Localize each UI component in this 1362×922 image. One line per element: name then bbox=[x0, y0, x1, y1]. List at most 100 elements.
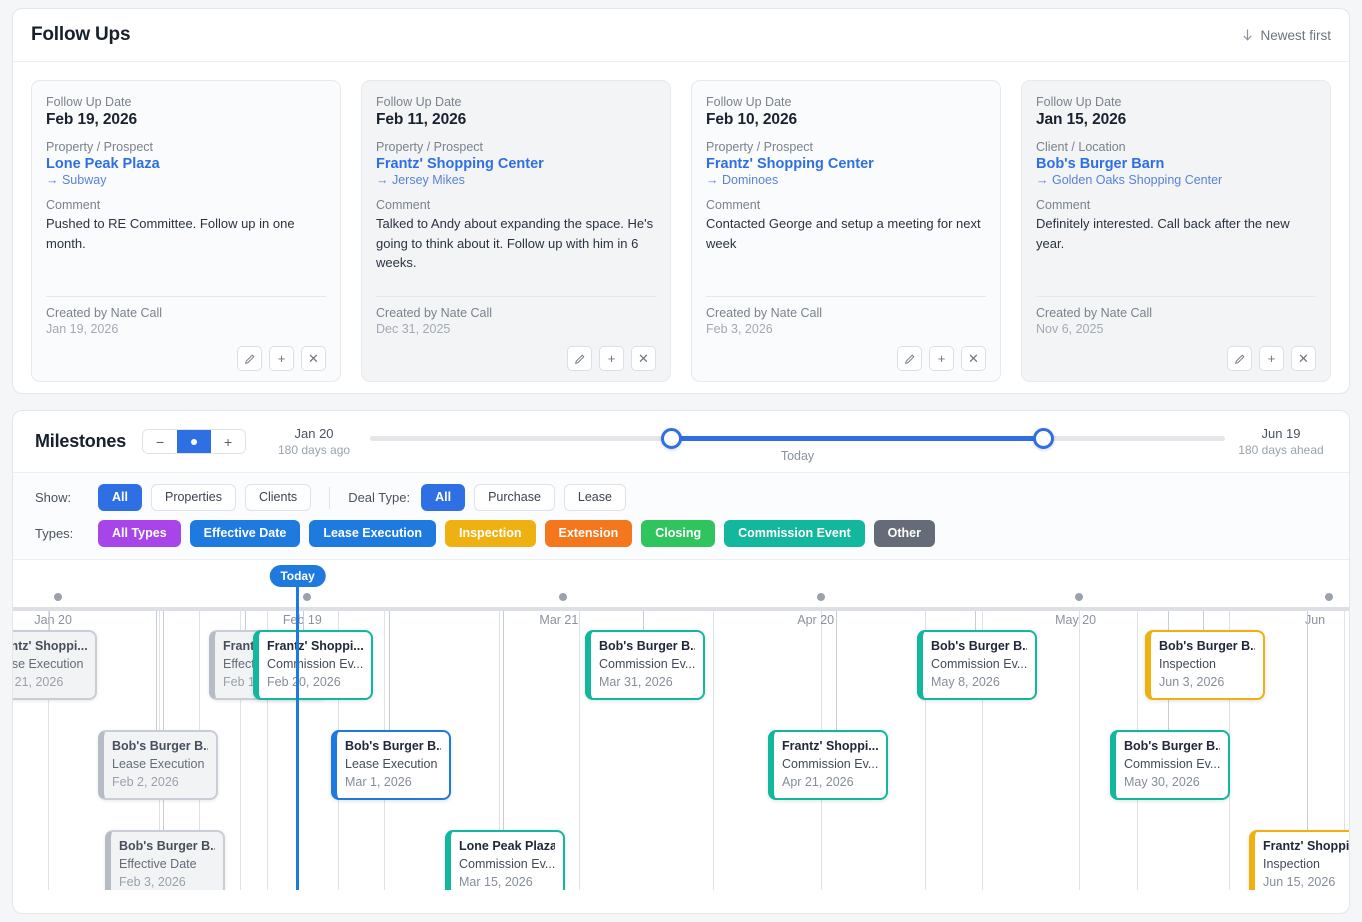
close-button[interactable]: ✕ bbox=[301, 346, 326, 371]
follow-up-date-value: Feb 10, 2026 bbox=[706, 111, 797, 128]
entity-link[interactable]: Lone Peak Plaza bbox=[46, 156, 160, 172]
close-button[interactable]: ✕ bbox=[1291, 346, 1316, 371]
milestone-card[interactable]: Frantz' Shoppi...Lease ExecutionJan 21, … bbox=[13, 630, 97, 700]
milestone-card[interactable]: Bob's Burger B...Commission Ev...May 8, … bbox=[917, 630, 1037, 700]
timeline-gridline bbox=[1079, 611, 1081, 890]
edit-button[interactable] bbox=[1227, 346, 1252, 371]
milestone-entity: Bob's Burger B... bbox=[345, 739, 441, 753]
milestone-card[interactable]: Frantz' Shoppi...Commission Ev...Feb 20,… bbox=[253, 630, 373, 700]
type-chip-all-types[interactable]: All Types bbox=[98, 520, 181, 547]
created-by: Created by Nate Call bbox=[706, 306, 823, 320]
follow-up-date-value: Feb 11, 2026 bbox=[376, 111, 467, 128]
milestone-card[interactable]: Bob's Burger B...Commission Ev...Mar 31,… bbox=[585, 630, 705, 700]
created-on: Nov 6, 2025 bbox=[1036, 322, 1104, 336]
range-today-label: Today bbox=[780, 448, 815, 463]
range-end-sub: 180 days ahead bbox=[1238, 442, 1324, 457]
type-chip-commission-event[interactable]: Commission Event bbox=[724, 520, 865, 547]
milestone-type: Commission Ev... bbox=[1124, 757, 1220, 771]
type-chip-inspection[interactable]: Inspection bbox=[445, 520, 536, 547]
follow-up-date-label: Follow Up Date bbox=[46, 95, 132, 109]
card-actions: +✕ bbox=[376, 346, 656, 371]
follow-ups-header: Follow Ups arrow-down-icon Newest first bbox=[13, 9, 1349, 62]
entity-link[interactable]: Frantz' Shopping Center bbox=[706, 156, 874, 172]
deal-chip-lease[interactable]: Lease bbox=[563, 484, 626, 511]
follow-ups-panel: Follow Ups arrow-down-icon Newest first … bbox=[12, 8, 1350, 394]
zoom-out-button[interactable]: − bbox=[143, 430, 178, 453]
deal-chip-purchase[interactable]: Purchase bbox=[474, 484, 555, 511]
sub-entity-link[interactable]: → Dominoes bbox=[706, 173, 779, 187]
add-button[interactable]: + bbox=[929, 346, 954, 371]
milestone-entity: Bob's Burger B... bbox=[599, 639, 695, 653]
close-button[interactable]: ✕ bbox=[631, 346, 656, 371]
sub-entity-link[interactable]: → Subway bbox=[46, 173, 107, 187]
comment-label: Comment bbox=[376, 198, 431, 212]
range-end: Jun 19 180 days ahead bbox=[1235, 425, 1327, 459]
follow-up-date-label: Follow Up Date bbox=[1036, 95, 1122, 109]
timeline-gridline bbox=[266, 611, 268, 890]
timeline-tick-dot bbox=[1324, 593, 1333, 601]
range-handle-end[interactable] bbox=[1032, 427, 1054, 449]
range-start-sub: 180 days ago bbox=[278, 442, 351, 457]
type-chip-lease-execution[interactable]: Lease Execution bbox=[309, 520, 436, 547]
show-chip-all[interactable]: All bbox=[98, 484, 142, 511]
milestone-type: Commission Ev... bbox=[459, 857, 555, 871]
add-button[interactable]: + bbox=[269, 346, 294, 371]
entity-label: Property / Prospect bbox=[376, 140, 483, 154]
edit-button[interactable] bbox=[237, 346, 262, 371]
milestone-date: Jun 15, 2026 bbox=[1263, 875, 1336, 889]
add-button[interactable]: + bbox=[599, 346, 624, 371]
zoom-in-button[interactable]: + bbox=[211, 430, 246, 453]
show-chip-clients[interactable]: Clients bbox=[244, 484, 312, 511]
timeline-tick-label: Apr 20 bbox=[797, 613, 835, 627]
milestone-type: Commission Ev... bbox=[267, 657, 363, 671]
sub-entity-link[interactable]: → Jersey Mikes bbox=[376, 173, 465, 187]
edit-button[interactable] bbox=[897, 346, 922, 371]
type-chip-effective-date[interactable]: Effective Date bbox=[189, 520, 301, 547]
milestone-type: Lease Execution bbox=[13, 657, 84, 671]
milestone-card[interactable]: Frantz' Shoppi...Commission Ev...Apr 21,… bbox=[768, 730, 888, 800]
milestone-date: Feb 2, 2026 bbox=[112, 775, 179, 789]
range-handle-start[interactable] bbox=[660, 427, 682, 449]
milestone-entity: Bob's Burger B... bbox=[1124, 739, 1220, 753]
range-track-fill bbox=[665, 435, 1042, 441]
comment-label: Comment bbox=[706, 198, 761, 212]
card-actions: +✕ bbox=[46, 346, 326, 371]
entity-link[interactable]: Frantz' Shopping Center bbox=[376, 156, 544, 172]
type-chip-closing[interactable]: Closing bbox=[641, 520, 716, 547]
show-chip-properties[interactable]: Properties bbox=[150, 484, 236, 511]
close-button[interactable]: ✕ bbox=[961, 346, 986, 371]
type-chip-other[interactable]: Other bbox=[873, 520, 935, 547]
milestone-entity: Bob's Burger B... bbox=[112, 739, 208, 753]
milestone-type: Commission Ev... bbox=[782, 757, 878, 771]
zoom-reset-button[interactable] bbox=[177, 430, 212, 453]
deal-chip-all[interactable]: All bbox=[421, 484, 466, 511]
timeline-tick-dot bbox=[817, 593, 826, 601]
show-filter-label: Show: bbox=[35, 490, 72, 505]
sort-order-button[interactable]: arrow-down-icon Newest first bbox=[1235, 28, 1331, 43]
milestone-card[interactable]: Bob's Burger B...Commission Ev...May 30,… bbox=[1110, 730, 1230, 800]
edit-button[interactable] bbox=[567, 346, 592, 371]
follow-up-date-value: Jan 15, 2026 bbox=[1036, 111, 1127, 128]
entity-link[interactable]: Bob's Burger Barn bbox=[1036, 156, 1165, 172]
sub-entity-link[interactable]: → Golden Oaks Shopping Center bbox=[1036, 173, 1223, 187]
milestones-panel: Milestones − + Jan 20 180 days ago Today bbox=[12, 410, 1350, 914]
range-track[interactable]: Today bbox=[370, 426, 1225, 463]
created-by: Created by Nate Call bbox=[1036, 306, 1153, 320]
type-chip-extension[interactable]: Extension bbox=[544, 520, 633, 547]
add-button[interactable]: + bbox=[1259, 346, 1284, 371]
milestone-stem bbox=[156, 611, 157, 769]
